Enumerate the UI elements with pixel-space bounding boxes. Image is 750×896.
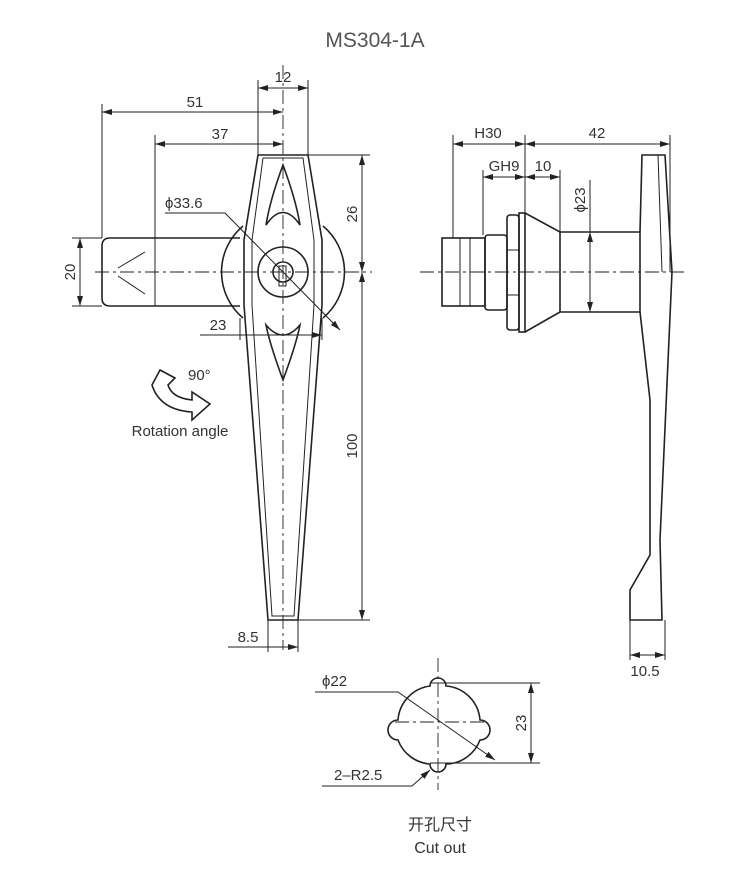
dim-phi-23: ϕ23 <box>572 187 589 212</box>
rotation-angle-label: Rotation angle <box>132 423 229 440</box>
dim-gh9: GH9 <box>489 158 520 175</box>
cutout-view: 23 ϕ22 2–R2.5 开孔尺寸 Cut out <box>315 658 540 857</box>
cutout-label-en: Cut out <box>414 840 466 857</box>
dim-20: 20 <box>62 264 79 281</box>
drawing-title: MS304-1A <box>325 29 424 52</box>
cutout-label-cn: 开孔尺寸 <box>408 816 472 834</box>
rotation-arrow-icon <box>151 368 212 422</box>
dim-42: 42 <box>589 125 606 142</box>
front-view: 12 51 37 ϕ33.6 26 100 20 23 8.5 90° Rota… <box>62 65 372 652</box>
dim-10: 10 <box>535 158 552 175</box>
rotation-angle-value: 90° <box>188 367 211 384</box>
dim-8-5: 8.5 <box>238 629 259 646</box>
dim-26: 26 <box>344 206 361 223</box>
side-view: H30 42 GH9 10 ϕ23 10.5 <box>420 125 685 680</box>
dim-100: 100 <box>344 433 361 458</box>
dim-radius: 2–R2.5 <box>334 767 382 784</box>
dim-cutout-23: 23 <box>513 715 530 732</box>
dim-51: 51 <box>187 94 204 111</box>
dim-23: 23 <box>210 317 227 334</box>
dim-10-5: 10.5 <box>630 663 659 680</box>
dim-37: 37 <box>212 126 229 143</box>
dim-phi-33-6: ϕ33.6 <box>165 195 203 212</box>
dim-phi-22: ϕ22 <box>322 673 347 690</box>
dim-12: 12 <box>275 69 292 86</box>
dim-h30: H30 <box>474 125 502 142</box>
